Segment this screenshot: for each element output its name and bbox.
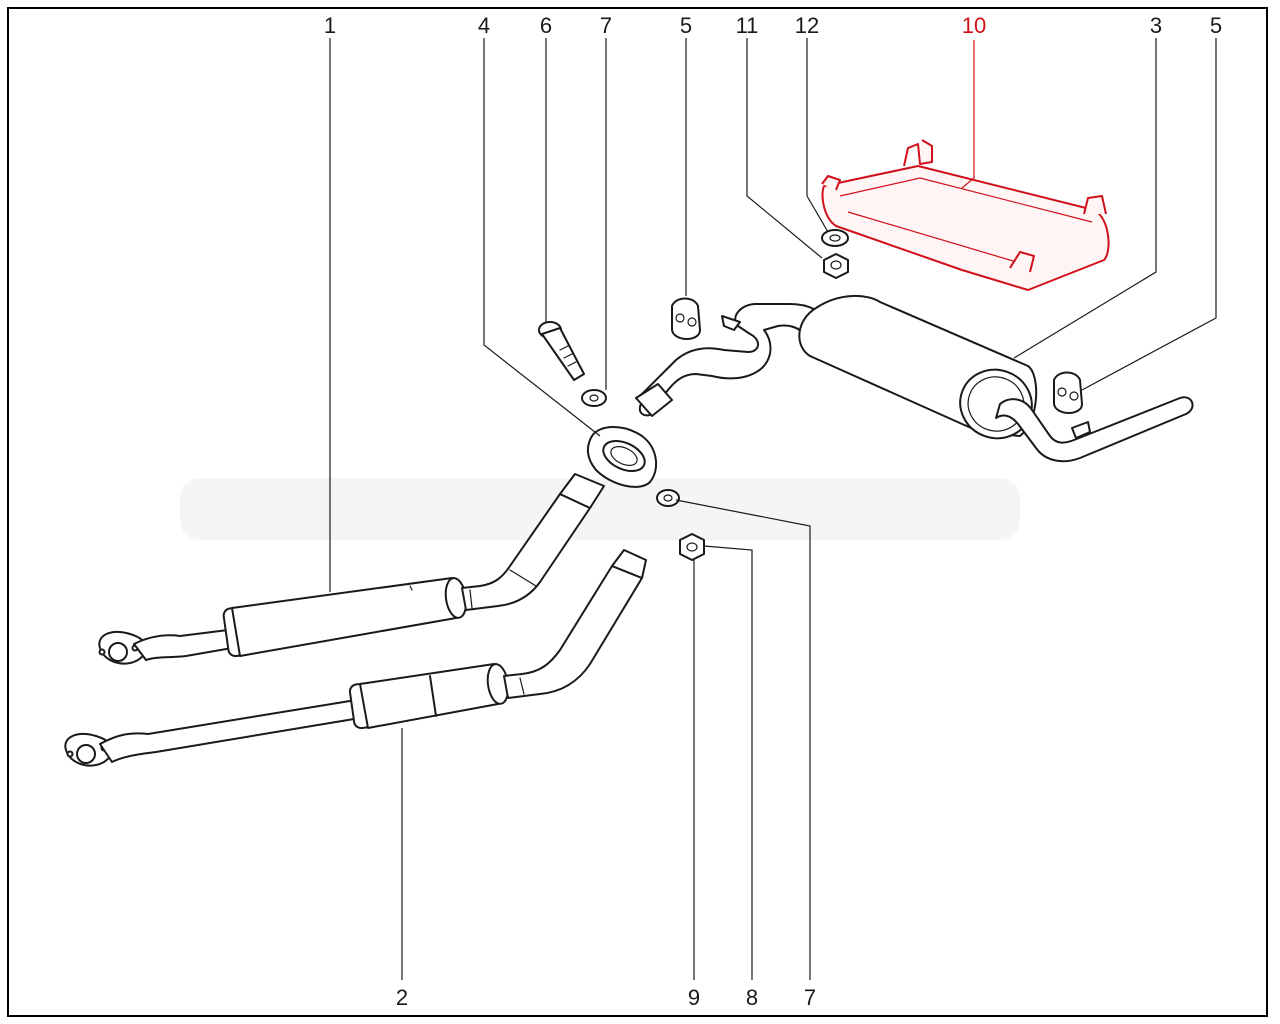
part-5-hanger-left bbox=[671, 297, 701, 340]
part-7-washer-lower bbox=[656, 489, 680, 507]
callout-5-right: 5 bbox=[1210, 13, 1222, 38]
diagram-frame bbox=[7, 7, 1268, 1017]
part-5-hanger-right bbox=[1053, 371, 1083, 414]
part-9-nut bbox=[679, 533, 705, 561]
callout-7-top: 7 bbox=[600, 13, 612, 38]
part-1-front-pipe-upper bbox=[98, 473, 605, 665]
part-2-front-pipe-lower bbox=[64, 549, 647, 767]
callout-6: 6 bbox=[540, 13, 552, 38]
callout-11: 11 bbox=[736, 13, 759, 38]
callout-3: 3 bbox=[1150, 13, 1162, 38]
callout-12: 12 bbox=[795, 13, 819, 38]
watermark-band bbox=[180, 478, 1020, 540]
part-10-heat-shield bbox=[821, 139, 1110, 291]
callout-8: 8 bbox=[746, 985, 758, 1010]
part-7-washer-upper bbox=[581, 389, 607, 407]
part-12-serrated-washer bbox=[821, 229, 849, 247]
callout-7-bottom: 7 bbox=[804, 985, 816, 1010]
callout-10: 10 bbox=[962, 13, 986, 38]
callout-5-left: 5 bbox=[680, 13, 692, 38]
part-11-nut bbox=[823, 253, 849, 279]
callout-2: 2 bbox=[396, 985, 408, 1010]
callout-4: 4 bbox=[478, 13, 490, 38]
part-3-main-muffler bbox=[635, 294, 1194, 463]
callout-labels: 1 4 6 7 5 11 12 10 3 5 2 9 8 7 bbox=[324, 13, 1222, 1010]
part-4-flange bbox=[586, 426, 658, 488]
callout-9: 9 bbox=[688, 985, 700, 1010]
part-6-bolt bbox=[538, 321, 585, 381]
leader-lines bbox=[329, 38, 1217, 980]
callout-1: 1 bbox=[324, 13, 336, 38]
